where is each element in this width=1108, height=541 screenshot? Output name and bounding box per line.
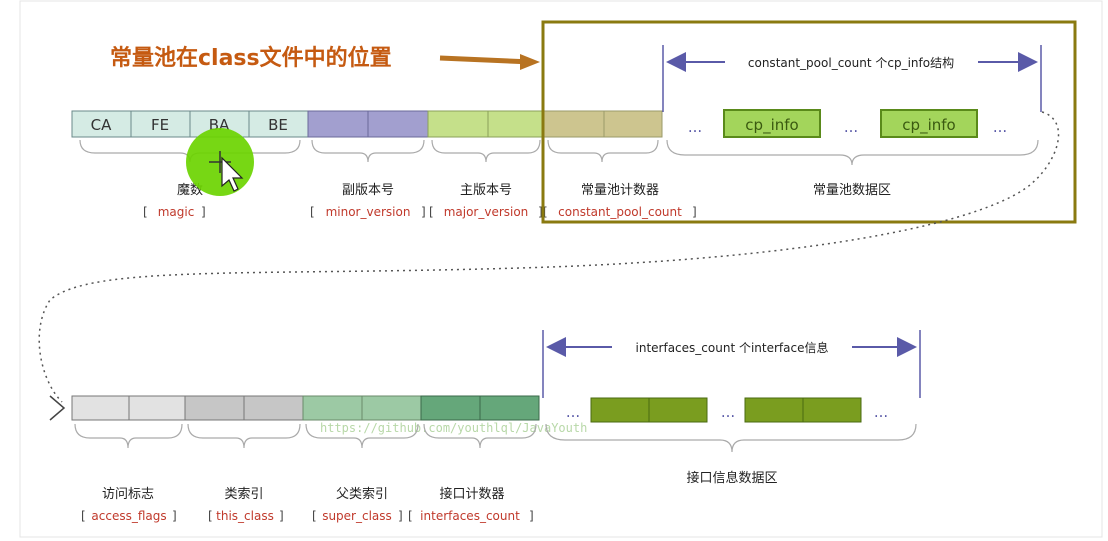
cp-region-label: 常量池数据区 bbox=[813, 183, 891, 198]
title-arrow bbox=[439, 55, 533, 65]
cp-info-box-1 bbox=[723, 109, 821, 138]
super-class-cell bbox=[361, 395, 422, 421]
interfaces-count-cell bbox=[479, 395, 540, 421]
access-bracket-open: [ bbox=[81, 509, 86, 523]
cp-count-label: 常量池计数器 bbox=[581, 183, 659, 198]
interface-item-cell bbox=[802, 397, 862, 423]
cp-span-label: constant_pool_count 个cp_info结构 bbox=[748, 55, 954, 70]
interfaces-region-label: 接口信息数据区 bbox=[686, 470, 777, 486]
super-class-bracket-close: ] bbox=[398, 509, 403, 523]
cp-count-bracket-open: [ bbox=[543, 205, 548, 219]
cp-count-cell bbox=[603, 110, 663, 138]
interfaces-span-label: interfaces_count 个interface信息 bbox=[636, 340, 829, 355]
cp-info-box-2 bbox=[880, 109, 978, 138]
magic-bracket-close: ] bbox=[201, 205, 206, 219]
interfaces-count-cell bbox=[420, 395, 481, 421]
cp-count-brace bbox=[547, 139, 659, 163]
title-arrow-head bbox=[520, 54, 540, 70]
cp-ellipsis-3: ... bbox=[993, 118, 1007, 136]
access-bracket-close: ] bbox=[172, 509, 177, 523]
minor-version-cell bbox=[367, 110, 429, 138]
interfaces-count-en-label: interfaces_count bbox=[420, 509, 520, 523]
interface-item-cell bbox=[648, 397, 708, 423]
interfaces-count-brace bbox=[423, 423, 537, 449]
pointer-cursor-icon bbox=[221, 156, 244, 192]
major-version-cell bbox=[487, 110, 545, 138]
interface-item-cell bbox=[590, 397, 650, 423]
continuation-arrow-head bbox=[49, 395, 66, 421]
interface-ellipsis-2: ... bbox=[721, 403, 735, 421]
magic-cells: CA FE BA BE bbox=[71, 110, 309, 138]
minor-version-cell bbox=[307, 110, 369, 138]
frame-border bbox=[19, 0, 1103, 538]
this-class-cell bbox=[184, 395, 245, 421]
this-class-cell bbox=[243, 395, 304, 421]
interface-item-cell bbox=[744, 397, 804, 423]
cp-info-label-1: cp_info bbox=[745, 116, 798, 135]
cp-ellipsis-2: ... bbox=[844, 118, 858, 136]
cp-info-label-2: cp_info bbox=[902, 116, 955, 135]
magic-bracket-open: [ bbox=[143, 205, 148, 219]
super-class-label: 父类索引 bbox=[336, 487, 388, 502]
magic-cell bbox=[130, 110, 191, 138]
watermark-url: https://github.com/youthlql/JavaYouth bbox=[320, 421, 587, 435]
page-title: 常量池在class文件中的位置 bbox=[110, 45, 392, 71]
this-class-bracket-open: [ bbox=[208, 509, 213, 523]
interfaces-count-bracket-close: ] bbox=[529, 509, 534, 523]
minor-version-en-label: minor_version bbox=[326, 205, 411, 219]
this-class-bracket-close: ] bbox=[279, 509, 284, 523]
constant-pool-highlight-box bbox=[541, 20, 1077, 224]
minor-brace bbox=[311, 139, 425, 163]
magic-byte-be: BE bbox=[268, 116, 288, 134]
major-version-en-label: major_version bbox=[444, 205, 529, 219]
super-class-en-label: super_class bbox=[322, 509, 392, 523]
magic-en-label: magic bbox=[158, 205, 195, 219]
this-class-label: 类索引 bbox=[224, 487, 263, 502]
interfaces-count-label: 接口计数器 bbox=[439, 486, 504, 502]
cp-count-bracket-close: ] bbox=[692, 205, 697, 219]
major-version-label: 主版本号 bbox=[460, 183, 512, 198]
this-class-brace bbox=[187, 423, 301, 449]
major-bracket-close: ] bbox=[538, 205, 543, 219]
super-class-brace bbox=[305, 423, 419, 449]
minor-bracket-close: ] bbox=[421, 205, 426, 219]
access-flags-en-label: access_flags bbox=[91, 509, 166, 523]
major-brace bbox=[431, 139, 541, 163]
interfaces-count-bracket-open: [ bbox=[408, 509, 413, 523]
this-class-en-label: this_class bbox=[216, 509, 274, 523]
access-flags-cell bbox=[128, 395, 186, 421]
magic-cell bbox=[71, 110, 132, 138]
access-brace bbox=[74, 423, 183, 449]
cp-region-brace bbox=[666, 139, 1039, 166]
cp-ellipsis-1: ... bbox=[688, 118, 702, 136]
interfaces-region-brace bbox=[545, 423, 917, 453]
cp-count-en-label: constant_pool_count bbox=[558, 205, 682, 219]
minor-version-label: 副版本号 bbox=[342, 183, 394, 198]
magic-label: 魔数 bbox=[177, 183, 203, 198]
major-bracket-open: [ bbox=[429, 205, 434, 219]
major-version-cell bbox=[427, 110, 489, 138]
cp-count-cell bbox=[543, 110, 605, 138]
super-class-bracket-open: [ bbox=[312, 509, 317, 523]
super-class-cell bbox=[302, 395, 363, 421]
move-cursor-icon bbox=[209, 151, 231, 173]
magic-byte-fe: FE bbox=[151, 116, 169, 134]
minor-bracket-open: [ bbox=[310, 205, 315, 219]
access-flags-label: 访问标志 bbox=[102, 487, 154, 502]
access-flags-cell bbox=[71, 395, 130, 421]
magic-byte-ca: CA bbox=[91, 116, 112, 134]
interface-ellipsis-1: ... bbox=[566, 403, 580, 421]
interface-ellipsis-3: ... bbox=[874, 403, 888, 421]
